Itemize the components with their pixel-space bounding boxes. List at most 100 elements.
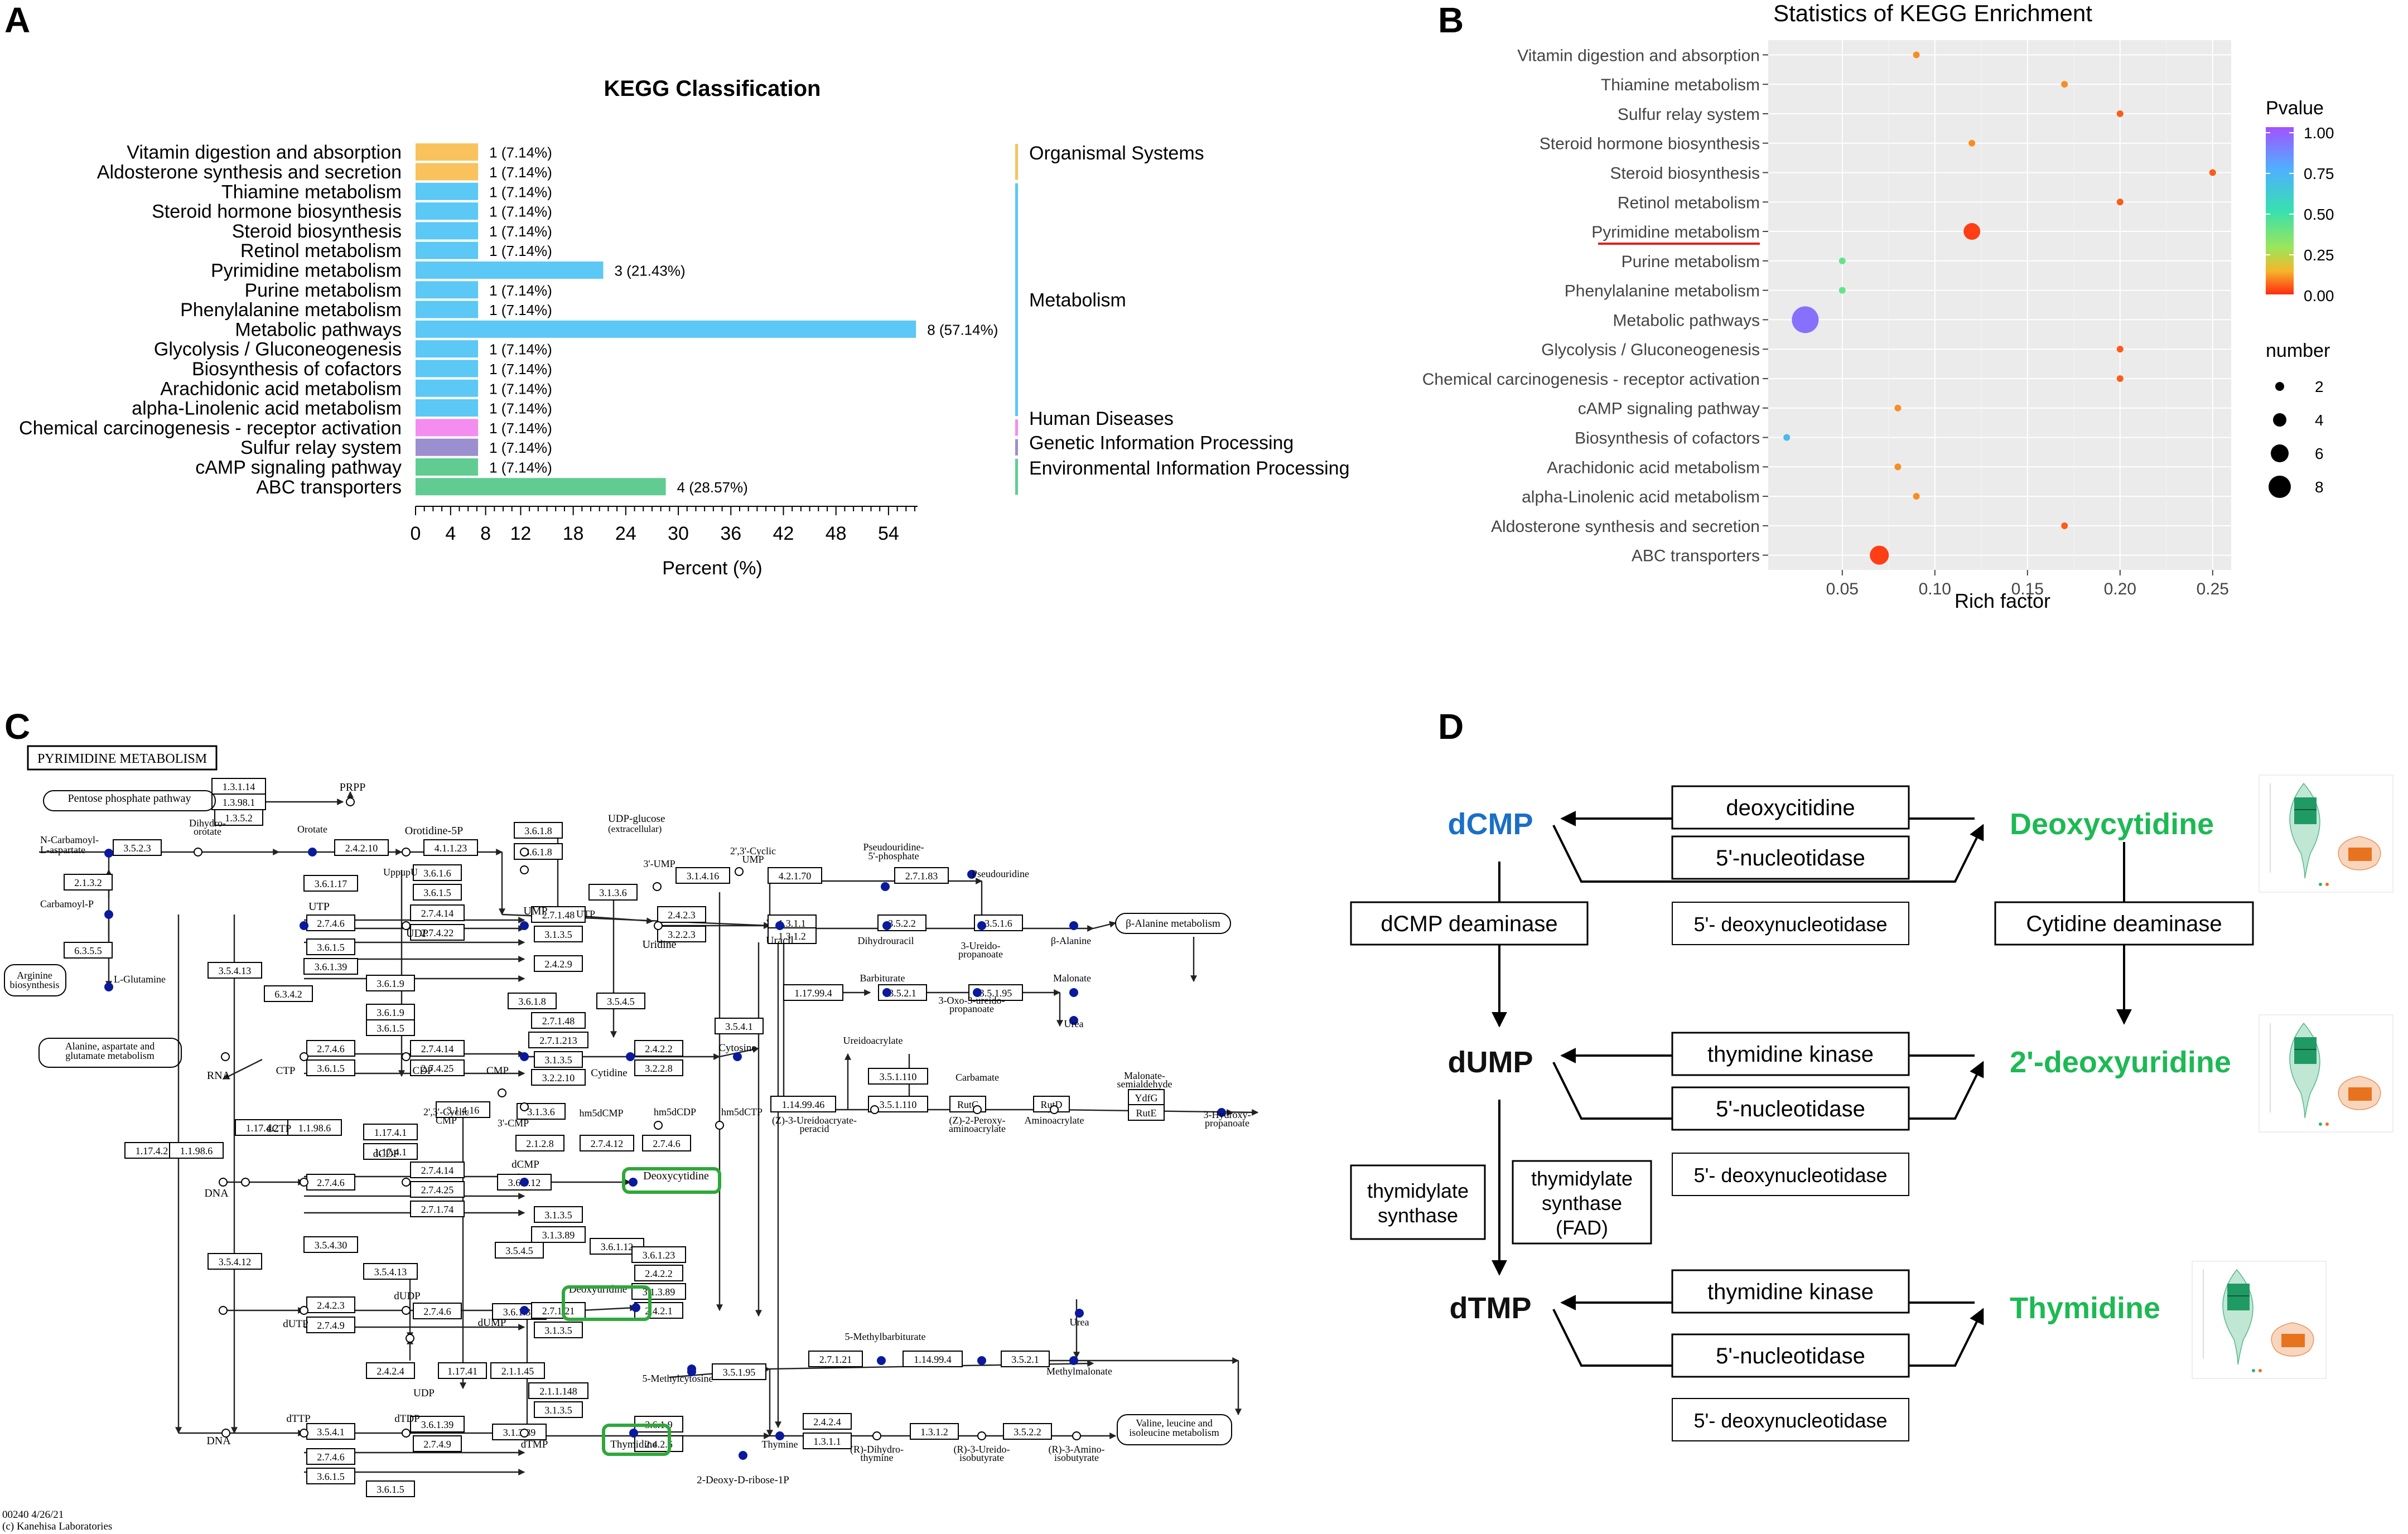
pathway-enzyme-box — [366, 1480, 415, 1497]
pathway-enzyme-label: 3.5.4.13 — [219, 965, 252, 976]
b-point — [1870, 545, 1889, 565]
violin-legend-dot — [2325, 883, 2329, 886]
pathway-enzyme-label: 1.17.4.1 — [374, 1146, 407, 1158]
pathway-enzyme-label: 2.7.1.74 — [421, 1204, 454, 1215]
a-bar — [416, 320, 916, 338]
b-point — [1968, 139, 1976, 147]
pathway-compound-nodes — [104, 797, 1226, 1460]
enzyme-label-e10: (FAD) — [1556, 1216, 1608, 1239]
violin-box-b — [2281, 1334, 2305, 1347]
pathway-enzyme-box — [634, 1435, 683, 1452]
pathway-compound-label: Pseudouridine- — [863, 841, 924, 853]
chart-a-rows: Vitamin digestion and absorption 1 (7.14%… — [19, 142, 998, 498]
pathway-compound-label: aminoacrylate — [949, 1123, 1006, 1134]
pathway-enzyme-label: 3.6.1.8 — [518, 996, 546, 1007]
pathway-compound-label: N-Carbamoyl- — [40, 834, 99, 845]
pathway-enzyme-box — [113, 839, 162, 856]
pathway-enzyme-label: 2.7.4.6 — [423, 1306, 451, 1317]
b-point — [1838, 257, 1846, 264]
pathway-enzyme-box — [410, 1181, 465, 1198]
pathway-enzyme-label: 2.7.4.6 — [317, 918, 345, 929]
pathway-compound-node — [654, 1121, 663, 1130]
a-legend-swatch — [1015, 419, 1018, 436]
pathway-compound-label: Valine, leucine and — [1136, 1417, 1212, 1429]
pathway-compound-label: hm5dCMP — [579, 1107, 623, 1119]
b-xtick-label: 0.15 — [2011, 580, 2044, 598]
a-value-label: 1 (7.14%) — [489, 183, 552, 200]
pathway-compound-node — [629, 1429, 638, 1438]
pathway-enzyme-box — [410, 1162, 465, 1178]
pathway-enzyme-label: 2.7.4.6 — [317, 1177, 345, 1188]
pathway-enzyme-label: 3.6.1.6 — [423, 868, 451, 879]
pathway-enzyme-box — [1003, 1423, 1052, 1440]
pathway-compound-label: UMP — [523, 905, 547, 917]
pathway-enzyme-box — [808, 1351, 863, 1367]
pathway-compound-label: Arginine — [17, 970, 52, 981]
enzyme-label-e9: thymidylate — [1367, 1179, 1469, 1202]
a-legend-swatch — [1015, 183, 1018, 417]
enzyme-label-e4: dCMP deaminase — [1381, 912, 1557, 936]
pathway-compound-node — [221, 1052, 230, 1061]
pathway-enzyme-box — [534, 926, 583, 942]
pathway-compound-label: propanoate — [1205, 1117, 1249, 1129]
pathway-enzyme-label: 3.6.1.5 — [423, 887, 451, 898]
enzyme-label-e11: thymidine kinase — [1707, 1280, 1874, 1304]
number-legend-dot — [2275, 382, 2284, 391]
pathway-enzyme-label: 1.14.99.4 — [914, 1354, 952, 1365]
pathway-link-box — [1117, 1414, 1232, 1445]
a-category-label: Vitamin digestion and absorption — [127, 142, 402, 163]
a-value-label: 1 (7.14%) — [489, 144, 552, 161]
pathway-enzyme-label: 3.1.3.5 — [544, 1325, 572, 1336]
a-value-label: 1 (7.14%) — [489, 204, 552, 220]
pathway-enzyme-label: 2.7.4.25 — [421, 1063, 454, 1074]
enzyme-label-e1: deoxycitidine — [1726, 796, 1855, 820]
pathway-compound-label: semialdehyde — [1117, 1078, 1172, 1090]
pathway-enzyme-label: 3.1.3.89 — [503, 1427, 536, 1438]
pathway-enzyme-label: 1.3.98.1 — [223, 797, 255, 808]
pathway-enzyme-label: 2.4.2.9 — [544, 959, 572, 970]
pathway-highlight-box — [622, 1167, 721, 1194]
pathway-enzyme-label: 3.1.3.5 — [544, 1054, 572, 1066]
pathway-connection — [719, 1046, 760, 1058]
pathway-enzyme-label: 1.3.5.2 — [225, 812, 253, 824]
pathway-compound-node — [402, 1052, 411, 1061]
pathway-compound-label: thymine — [861, 1452, 894, 1463]
pathway-enzyme-label: 3.1.3.6 — [599, 887, 627, 898]
pathway-compound-label: Dihydro- — [189, 817, 226, 829]
a-value-label: 1 (7.14%) — [489, 361, 552, 378]
enzyme-box-e5 — [1994, 901, 2254, 946]
pathway-enzyme-label: 3.5.4.30 — [315, 1240, 348, 1251]
pathway-enzyme-box — [303, 958, 358, 975]
metabolite-dtmp: dTMP — [1450, 1291, 1532, 1325]
pathway-enzyme-label: 2.1.2.8 — [526, 1138, 554, 1149]
enzyme-box-e3 — [1672, 902, 1909, 945]
violin-frame — [2259, 1014, 2393, 1133]
pathway-compound-label: glutamate metabolism — [65, 1050, 154, 1061]
pathway-compound-label: 5-Methylbarbiturate — [845, 1331, 926, 1342]
pathway-compound-node — [498, 1088, 506, 1097]
pathway-enzyme-label: 1.3.1.2 — [778, 931, 806, 942]
pathway-compound-node — [520, 921, 529, 930]
chart-b-gridlines — [1768, 40, 2231, 570]
a-bar — [416, 261, 604, 279]
pathway-footer-copyright: (c) Kanehisa Laboratories — [2, 1521, 112, 1532]
a-category-label: Retinol metabolism — [240, 240, 402, 262]
pathway-compound-label: β-Alanine — [1051, 935, 1091, 946]
enzyme-label-e8: 5'- deoxynucleotidase — [1693, 1164, 1887, 1187]
pathway-enzyme-box — [657, 926, 706, 942]
pathway-enzyme-box — [334, 839, 389, 856]
enzyme-box-e6 — [1671, 1032, 1910, 1076]
enzyme-box-e11 — [1671, 1269, 1910, 1314]
pathway-compound-node — [733, 1052, 742, 1061]
pathway-enzyme-box — [910, 1423, 959, 1440]
pathway-enzyme-label: 3.5.2.2 — [1014, 1426, 1041, 1438]
pathway-enzyme-label: 3.6.1.5 — [377, 1484, 404, 1495]
pathway-enzyme-box — [64, 942, 113, 959]
pathway-enzyme-label: 3.6.1.9 — [377, 1007, 404, 1018]
enzyme-box-e13 — [1672, 1398, 1909, 1441]
pathway-enzyme-label: 2.1.1.148 — [539, 1386, 577, 1397]
pathway-compound-node — [104, 983, 113, 991]
number-legend-dot — [2271, 444, 2289, 462]
pathway-compound-node — [520, 1306, 529, 1315]
